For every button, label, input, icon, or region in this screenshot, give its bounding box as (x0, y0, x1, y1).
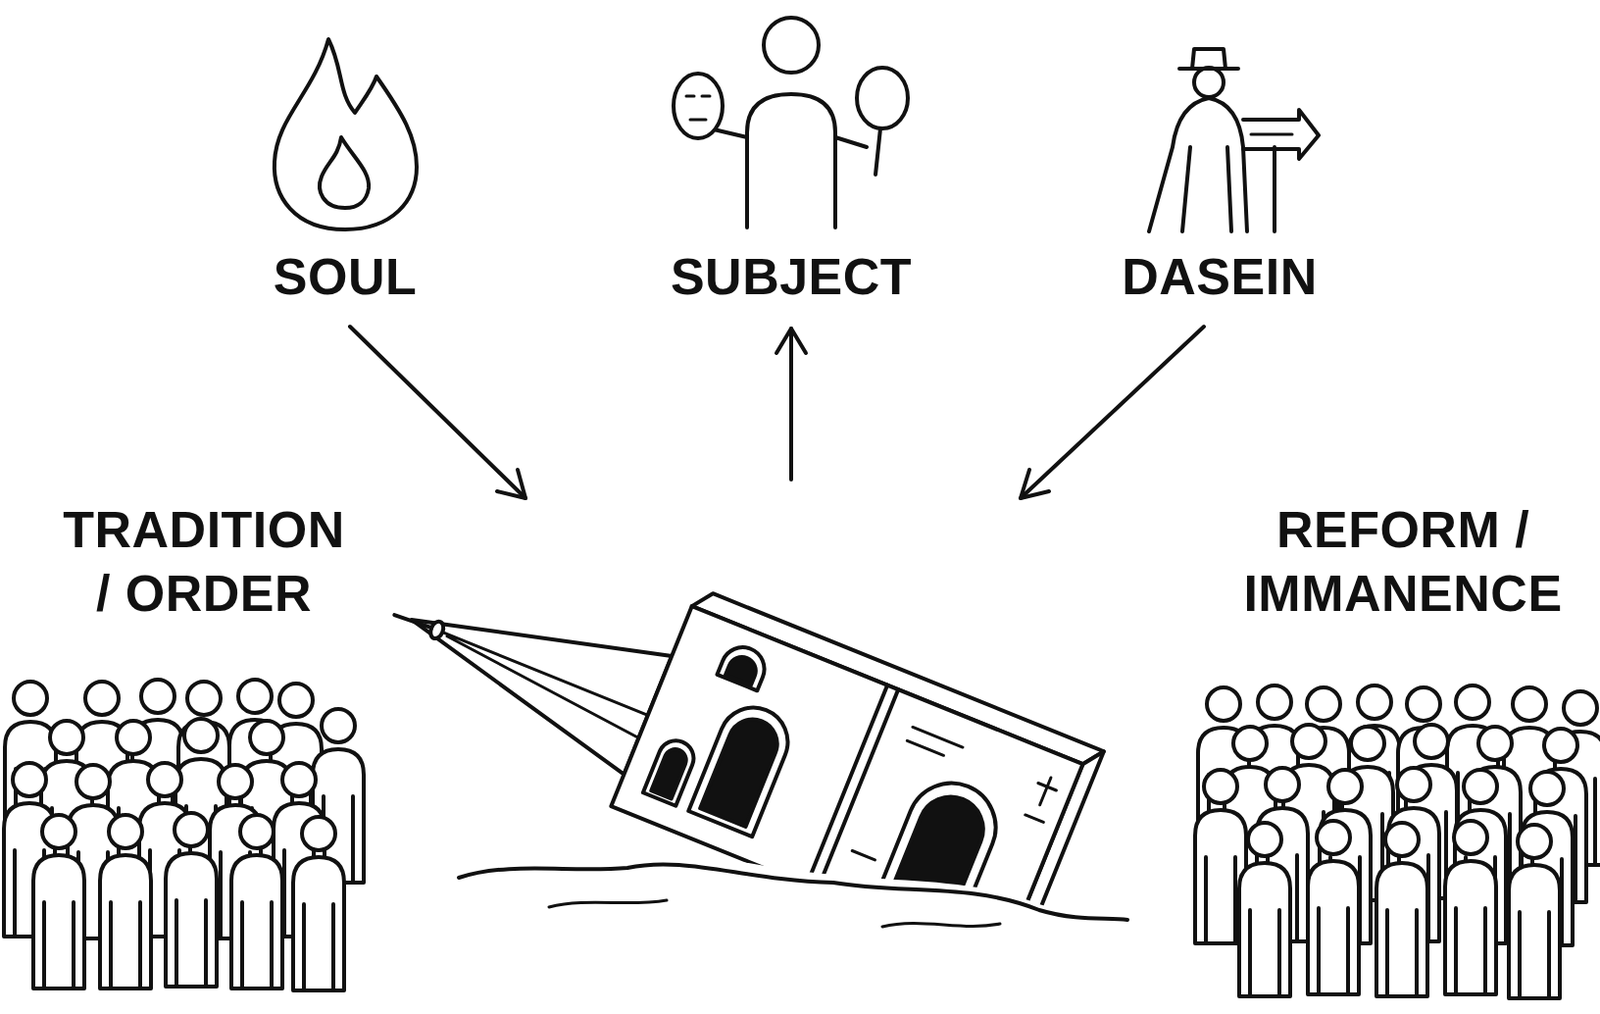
flame-outer (274, 39, 417, 230)
concept-node: SOUL (227, 29, 463, 309)
small-window (717, 641, 772, 692)
person (33, 814, 85, 989)
spire-tip (394, 612, 432, 630)
flame-inner (319, 137, 369, 208)
spire (387, 560, 672, 775)
arrow-line (789, 328, 794, 480)
small-window-fill (650, 746, 690, 800)
spire-knob (428, 619, 447, 641)
figure-head (763, 17, 819, 73)
concept-node: SUBJECT (644, 29, 939, 309)
cross (1030, 773, 1060, 808)
arrow (1020, 326, 1204, 499)
person (1239, 822, 1291, 997)
arrow (350, 326, 526, 499)
mask-face (686, 96, 710, 120)
person (231, 814, 283, 989)
person (293, 816, 345, 991)
arrow-head (1020, 469, 1050, 499)
flame-icon (274, 39, 417, 230)
arrow-head (497, 469, 526, 499)
arrow-head (776, 328, 806, 353)
sign-lines (1250, 133, 1293, 137)
arrow (776, 328, 806, 480)
figure-arms (713, 129, 867, 148)
person (1376, 822, 1428, 997)
person (100, 814, 151, 989)
ground-line (549, 900, 1000, 927)
balloon-mask (856, 67, 908, 129)
masked-figure-icon (673, 17, 908, 228)
panel-divider (806, 685, 900, 890)
ground (441, 851, 1143, 1014)
crowd (3, 679, 364, 991)
person (1445, 820, 1497, 995)
signpost (1243, 109, 1319, 232)
small-window-fill (725, 652, 760, 686)
person (1508, 824, 1560, 999)
big-window-fill (700, 711, 785, 827)
mask (673, 73, 723, 139)
balloon-stick (875, 128, 881, 175)
crowd-node: TRADITION / ORDER (56, 498, 351, 626)
node-label: SOUL (227, 245, 463, 309)
small-window (643, 735, 700, 806)
concept-node: DASEIN (1082, 29, 1357, 309)
spire-lines (420, 626, 649, 738)
person (1307, 820, 1359, 995)
node-label: SUBJECT (644, 245, 939, 309)
arrow-line (1020, 326, 1204, 499)
crowd (1195, 685, 1600, 999)
wall-marks (906, 726, 963, 761)
node-label: DASEIN (1082, 245, 1357, 309)
ground-line (458, 863, 1128, 920)
node-label: TRADITION / ORDER (56, 498, 351, 626)
figure-body (747, 94, 836, 228)
wanderer-icon (1149, 49, 1319, 232)
node-label: REFORM / IMMANENCE (1234, 498, 1573, 626)
wanderer-head (1194, 67, 1224, 98)
person (165, 812, 217, 987)
big-window (688, 697, 799, 837)
cloak (1149, 98, 1248, 232)
arrow-line (350, 326, 526, 499)
crowd-node: REFORM / IMMANENCE (1234, 498, 1573, 626)
